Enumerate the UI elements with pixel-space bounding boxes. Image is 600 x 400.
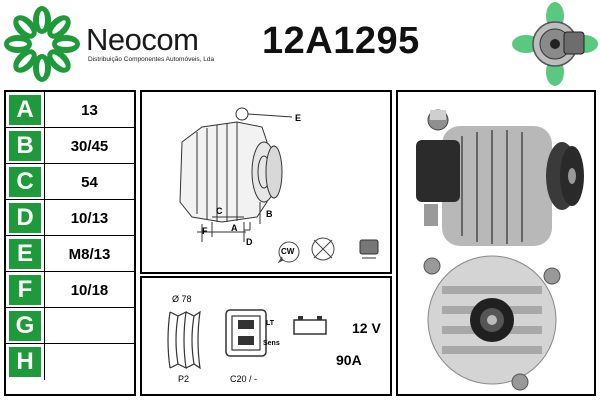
spec-value: 10/13 [44, 200, 134, 236]
rotation-cw-icon: CW [281, 247, 295, 256]
diagram-label-f: F [202, 226, 208, 236]
no-fan-icon [311, 237, 335, 261]
spec-row-b: B 30/45 [6, 128, 134, 164]
spec-value [44, 344, 134, 380]
brand-name: Neocom [86, 22, 199, 57]
connector-icon [225, 309, 267, 357]
connector-terminal-lt: LT [266, 320, 275, 327]
product-photo-panel [396, 90, 596, 396]
spec-row-f: F 10/18 [6, 272, 134, 308]
pulley-code: P2 [178, 374, 190, 384]
diagram-label-d: D [246, 237, 253, 247]
spec-row-c: C 54 [6, 164, 134, 200]
diagram-label-e: E [295, 113, 302, 123]
pulley-diameter: Ø 78 [172, 294, 192, 304]
spec-value: 54 [44, 164, 134, 200]
alternator-diagram [179, 107, 379, 264]
spec-letter: H [9, 347, 41, 377]
spec-letter: C [9, 167, 41, 197]
connector-code: C20 / - [230, 374, 258, 384]
spec-letter: G [9, 311, 41, 341]
spec-row-e: E M8/13 [6, 236, 134, 272]
spec-row-a: A 13 [6, 92, 134, 128]
voltage: 12 V [352, 320, 381, 336]
spec-value: 13 [44, 92, 134, 128]
diagram-label-c: C [216, 206, 223, 216]
spec-letter: D [9, 203, 41, 233]
brand-subtitle: Distribuição Componentes Automóveis, Lda [88, 56, 215, 63]
electrical-panel: Ø 78 P2 LT Sens C20 / - 12 V 90A [140, 276, 392, 396]
spec-value: M8/13 [44, 236, 134, 272]
alternator-rear-photo[interactable] [402, 246, 592, 396]
connector-terminal-sens: Sens [263, 340, 280, 347]
spec-value: 30/45 [44, 128, 134, 164]
spec-row-g: G [6, 308, 134, 344]
spec-letter: A [9, 95, 41, 125]
fan-icon [359, 239, 379, 259]
alternator-side-photo[interactable] [402, 96, 592, 246]
spec-value: 10/18 [44, 272, 134, 308]
spec-letter: F [9, 275, 41, 305]
diagram-label-b: B [266, 209, 273, 219]
diagram-label-a: A [231, 223, 238, 233]
spec-letter: B [9, 131, 41, 161]
amperage: 90A [336, 352, 362, 368]
spec-row-d: D 10/13 [6, 200, 134, 236]
spec-letter: E [9, 239, 41, 269]
spec-row-h: H [6, 344, 134, 380]
part-number: 12A1295 [262, 20, 420, 62]
spec-table: A 13 B 30/45 C 54 D 10/13 E M8/13 F 10/1… [4, 90, 136, 396]
alternator-thumbnail-icon[interactable] [512, 2, 598, 86]
spec-value [44, 308, 134, 344]
pulley-icon [167, 310, 201, 370]
neocom-logo-icon [4, 6, 80, 82]
battery-icon [293, 316, 327, 335]
dimension-diagram-panel: E C B F A D CW [140, 90, 392, 274]
